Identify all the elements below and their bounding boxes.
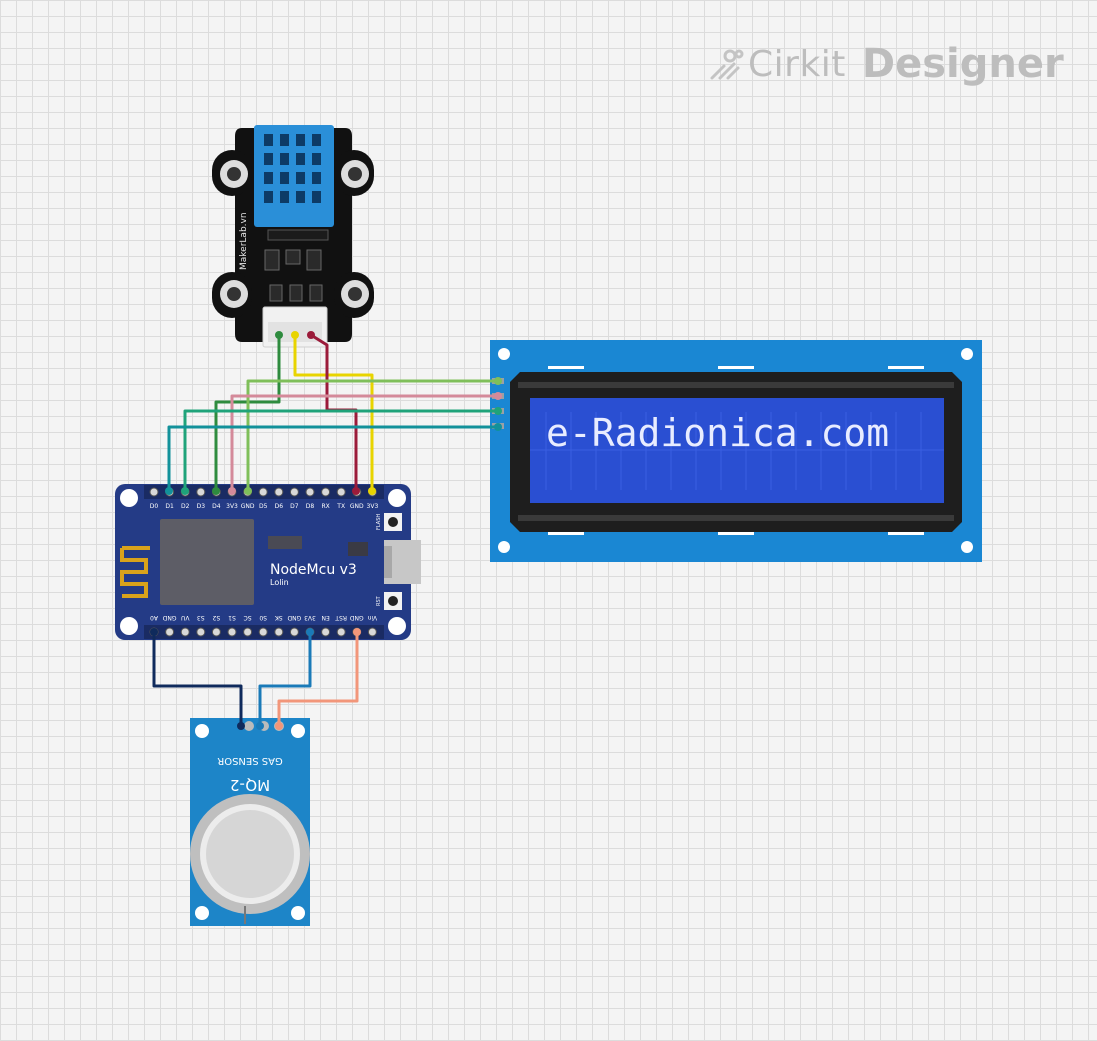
bottom-pin-label: S0	[259, 614, 267, 621]
bottom-pin-label: 3V3	[304, 614, 316, 621]
mq2-title: MQ-2	[230, 776, 270, 794]
mounting-hole-icon	[388, 489, 406, 507]
bottom-pin-label: GND	[287, 614, 301, 621]
bottom-pin-gnd[interactable]	[289, 627, 299, 637]
mounting-hole-icon	[120, 489, 138, 507]
wire[interactable]	[258, 632, 312, 726]
mounting-hole-icon	[388, 617, 406, 635]
dht11-module[interactable]: MakerLab.vn	[212, 125, 374, 348]
top-pin-label: 3V3	[226, 503, 238, 510]
mounting-hole-icon	[961, 541, 973, 553]
top-pin-label: D7	[290, 503, 299, 510]
bottom-pin-label: S2	[212, 614, 220, 621]
mounting-hole-icon	[291, 724, 305, 738]
bottom-pin-label: VU	[181, 614, 190, 621]
wire[interactable]	[152, 632, 243, 726]
wire[interactable]	[167, 425, 498, 491]
top-pin-tx[interactable]	[336, 487, 346, 497]
bottom-pin-sc[interactable]	[243, 627, 253, 637]
top-pin-d3[interactable]	[196, 487, 206, 497]
mounting-hole-icon	[120, 617, 138, 635]
lcd-16x2-module[interactable]: e-Radionica.com	[490, 340, 982, 562]
bottom-pin-s2[interactable]	[211, 627, 221, 637]
wifi-antenna-icon	[120, 546, 150, 598]
bottom-pin-s1[interactable]	[227, 627, 237, 637]
mounting-hole-icon	[498, 541, 510, 553]
mounting-hole-icon	[341, 280, 369, 308]
mounting-hole-icon	[498, 348, 510, 360]
bottom-pin-label: A0	[150, 614, 158, 621]
top-pin-label: D8	[306, 503, 315, 510]
top-pin-d0[interactable]	[149, 487, 159, 497]
top-pin-d5[interactable]	[258, 487, 268, 497]
bottom-pin-rst[interactable]	[336, 627, 346, 637]
top-pin-d7[interactable]	[289, 487, 299, 497]
wire[interactable]	[293, 335, 374, 491]
mounting-hole-icon	[341, 160, 369, 188]
top-pin-label: GND	[350, 503, 364, 510]
reset-button[interactable]	[384, 592, 402, 610]
rst-label: RST	[376, 595, 382, 606]
top-pin-label: RX	[321, 503, 329, 510]
wire-endpoint-dots	[150, 331, 502, 730]
top-pin-label: D2	[181, 503, 190, 510]
wire[interactable]	[277, 632, 359, 726]
bottom-pin-label: EN	[321, 614, 329, 621]
top-pin-label: D1	[165, 503, 174, 510]
cirkit-designer-logo: Cirkit Designer	[708, 38, 1064, 90]
bottom-pin-label: SC	[244, 614, 252, 621]
top-pin-label: TX	[336, 503, 345, 510]
mounting-hole-icon	[195, 906, 209, 920]
bottom-pin-label: SK	[274, 614, 283, 621]
top-pin-d6[interactable]	[274, 487, 284, 497]
top-pin-label: D3	[197, 503, 206, 510]
wire[interactable]	[310, 333, 358, 491]
esp8266-chip	[160, 519, 254, 605]
wire[interactable]	[246, 379, 498, 491]
flash-label: FLASH	[376, 514, 382, 530]
bottom-pin-vu[interactable]	[180, 627, 190, 637]
bottom-pin-s0[interactable]	[258, 627, 268, 637]
flash-button[interactable]	[384, 513, 402, 531]
bottom-pin-label: GND	[162, 614, 176, 621]
logo-word-designer: Designer	[861, 41, 1064, 87]
wires	[150, 331, 502, 730]
top-pin-label: D5	[259, 503, 268, 510]
top-pin-label: D0	[150, 503, 159, 510]
wire[interactable]	[230, 394, 498, 491]
bottom-pin-sk[interactable]	[274, 627, 284, 637]
bottom-pin-label: RST	[335, 614, 347, 621]
top-pin-label: 3V3	[367, 503, 379, 510]
mounting-hole-icon	[220, 280, 248, 308]
bottom-pin-s3[interactable]	[196, 627, 206, 637]
bottom-pin-label: Vin	[367, 614, 377, 621]
top-pin-rx[interactable]	[321, 487, 331, 497]
dht11-brand-label: MakerLab.vn	[239, 212, 249, 270]
mq2-gas-sensor[interactable]: GAS SENSOR MQ-2	[190, 718, 310, 926]
bottom-pin-gnd[interactable]	[165, 627, 175, 637]
top-pin-label: D6	[275, 503, 284, 510]
top-pin-d8[interactable]	[305, 487, 315, 497]
bottom-pin-label: S1	[228, 614, 236, 621]
mounting-hole-icon	[220, 160, 248, 188]
mounting-hole-icon	[961, 348, 973, 360]
wire[interactable]	[183, 409, 498, 491]
top-pin-label: D4	[212, 503, 221, 510]
nodemcu-title: NodeMcu v3	[270, 562, 357, 578]
bottom-pin-header	[149, 627, 377, 637]
mounting-hole-icon	[291, 906, 305, 920]
bottom-pin-label: GND	[350, 614, 364, 621]
bottom-pin-label: S3	[197, 614, 205, 621]
bottom-pin-vin[interactable]	[367, 627, 377, 637]
lcd-display-text: e-Radionica.com	[546, 411, 889, 455]
mq2-subtitle: GAS SENSOR	[217, 755, 282, 766]
logo-word-cirkit: Cirkit	[748, 43, 846, 85]
top-pin-label: GND	[241, 503, 255, 510]
cirkit-logo-icon	[710, 49, 744, 80]
nodemcu-subtitle: Lolin	[270, 578, 289, 587]
bottom-pin-en[interactable]	[321, 627, 331, 637]
mounting-hole-icon	[195, 724, 209, 738]
